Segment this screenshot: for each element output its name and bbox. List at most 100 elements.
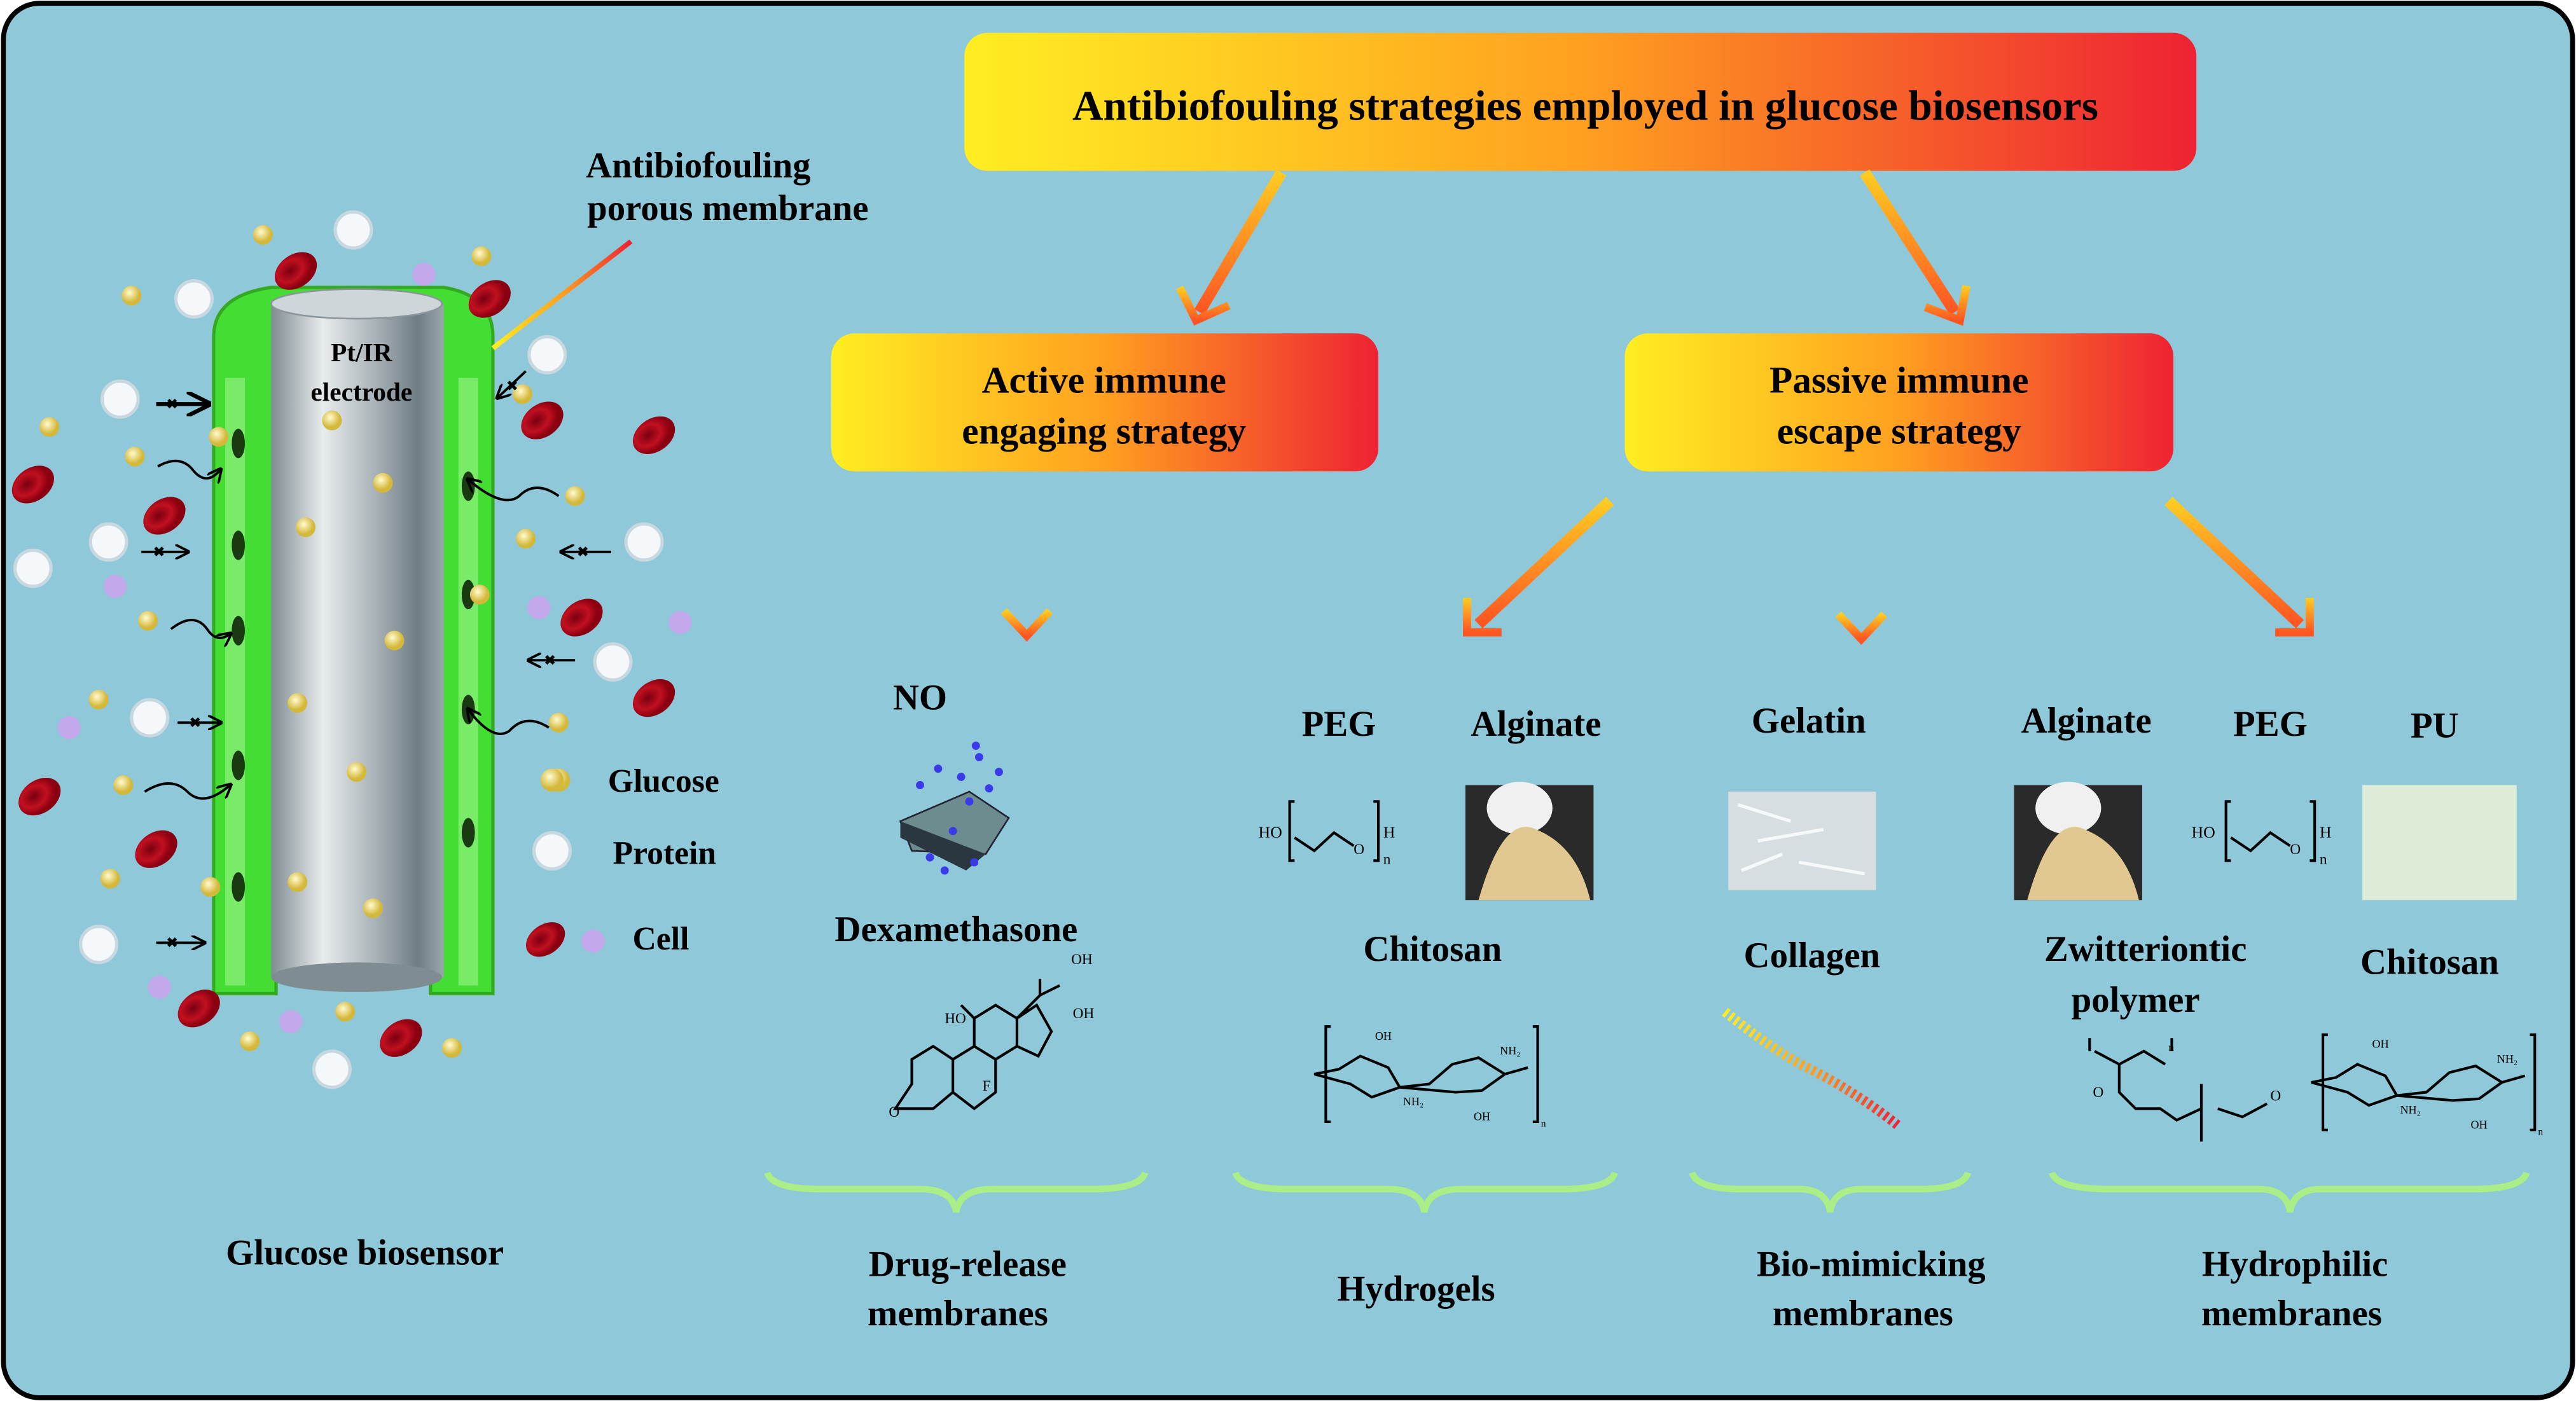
- alginate-powder-image: [1465, 782, 1594, 901]
- svg-text:NH₂: NH₂: [1500, 1044, 1520, 1057]
- zwitterionic-structure: O n O: [2088, 1038, 2281, 1142]
- svg-text:n: n: [2168, 1041, 2174, 1054]
- protein-particles: [13, 210, 664, 1089]
- svg-text:✖: ✖: [544, 652, 556, 669]
- svg-text:✖: ✖: [577, 544, 589, 561]
- label-collagen: Collagen: [1744, 935, 1881, 976]
- label-polymer: polymer: [2072, 980, 2200, 1020]
- arrow-to-bio-mimicking: [1835, 492, 1888, 645]
- legend-glucose: Glucose: [608, 763, 719, 799]
- gelatin-image: [1728, 791, 1876, 890]
- svg-text:NH₂: NH₂: [1403, 1095, 1423, 1108]
- svg-text:F: F: [983, 1078, 991, 1094]
- svg-text:✖: ✖: [153, 544, 165, 561]
- active-strategy-line1: Active immune: [982, 359, 1226, 401]
- chitosan-structure: OH NH₂ NH₂ OH n: [1313, 1025, 1546, 1129]
- label-zwitterionic: Zwitteriontic: [2044, 929, 2247, 969]
- membrane-pointer-line: [491, 239, 633, 350]
- svg-text:n: n: [1383, 851, 1391, 867]
- svg-text:✖: ✖: [166, 935, 178, 951]
- svg-text:n: n: [2320, 851, 2327, 867]
- label-alginate: Alginate: [1471, 704, 1601, 744]
- pt-ir-electrode: [271, 303, 444, 977]
- svg-text:n: n: [2538, 1127, 2543, 1138]
- active-strategy-box: [831, 333, 1379, 472]
- svg-text:HO: HO: [945, 1011, 966, 1027]
- legend-cell: Cell: [633, 921, 689, 957]
- svg-text:H: H: [1383, 823, 1395, 841]
- biosensor-caption: Glucose biosensor: [226, 1233, 504, 1273]
- svg-text:✖: ✖: [506, 378, 518, 395]
- svg-text:OH: OH: [1073, 1005, 1095, 1022]
- gelatin-texture: [1737, 803, 1865, 876]
- category-hydrophilic-line1: Hydrophilic: [2202, 1245, 2388, 1285]
- category-drug-release-line1: Drug-release: [869, 1245, 1067, 1285]
- svg-text:n: n: [1541, 1119, 1546, 1129]
- svg-text:O: O: [2270, 1087, 2281, 1104]
- collagen-structure: [1722, 1007, 1901, 1129]
- legend-protein: Protein: [613, 835, 717, 871]
- pu-image: [2362, 785, 2517, 901]
- flow-arrows: [1001, 169, 2314, 645]
- membrane-label-line2: porous membrane: [587, 188, 868, 228]
- membrane-label-line1: Antibiofouling: [586, 146, 811, 186]
- category-braces: [764, 1171, 2530, 1213]
- brace-drug-release: [764, 1171, 1149, 1213]
- title: Antibiofouling strategies employed in gl…: [1072, 82, 2098, 130]
- glucose-particles: [39, 224, 585, 1058]
- peg-structure-2: HO O H n: [2191, 800, 2332, 867]
- svg-text:NH₂: NH₂: [2400, 1103, 2420, 1116]
- peg-structure: HO O H n: [1259, 800, 1395, 867]
- arrow-to-active: [1175, 169, 1287, 326]
- svg-text:H: H: [2320, 823, 2332, 841]
- label-no: NO: [893, 678, 947, 718]
- svg-text:OH: OH: [1375, 1030, 1392, 1042]
- glucose-icon: [540, 768, 564, 792]
- dexamethasone-structure: O HO F OH OH: [889, 951, 1094, 1121]
- svg-text:✖: ✖: [189, 715, 201, 731]
- svg-text:OH: OH: [1071, 951, 1093, 968]
- label-peg: PEG: [1302, 704, 1376, 744]
- svg-text:O: O: [2093, 1084, 2103, 1101]
- label-peg-2: PEG: [2233, 704, 2308, 744]
- arrow-to-drug-release: [1001, 492, 1053, 642]
- alginate-powder-image-2: [2014, 782, 2142, 901]
- label-pu: PU: [2411, 706, 2459, 746]
- arrow-to-hydrophilic: [2164, 497, 2314, 637]
- active-strategy-line2: engaging strategy: [962, 410, 1246, 452]
- label-chitosan-2: Chitosan: [2360, 942, 2499, 983]
- category-hydrogels: Hydrogels: [1337, 1269, 1495, 1309]
- protein-icon: [532, 831, 572, 871]
- chitosan-structure-2: OH NH₂ NH₂ OH n: [2311, 1033, 2543, 1138]
- passive-strategy-line1: Passive immune: [1769, 359, 2028, 401]
- no-release-illustration: [899, 742, 1010, 875]
- legend: Glucose Protein Cell: [526, 763, 719, 957]
- svg-text:O: O: [889, 1104, 899, 1121]
- svg-text:HO: HO: [2191, 823, 2215, 841]
- svg-text:OH: OH: [2372, 1038, 2389, 1051]
- cell-icon: [526, 922, 605, 957]
- arrow-to-passive: [1859, 169, 1970, 326]
- svg-text:O: O: [1354, 841, 1364, 858]
- passive-strategy-box: [1624, 333, 2174, 472]
- svg-text:OH: OH: [1474, 1110, 1490, 1122]
- brace-hydrogels: [1232, 1171, 1618, 1213]
- category-hydrophilic-line2: membranes: [2201, 1294, 2382, 1334]
- arrow-to-hydrogels: [1463, 497, 1614, 637]
- passive-strategy-line2: escape strategy: [1777, 410, 2022, 452]
- title-box: [964, 32, 2197, 171]
- svg-text:NH₂: NH₂: [2497, 1052, 2517, 1065]
- brace-bio-mimicking: [1689, 1171, 1972, 1213]
- electrode-label-line1: Pt/IR: [331, 338, 393, 367]
- brace-hydrophilic: [2048, 1171, 2530, 1213]
- label-chitosan: Chitosan: [1363, 929, 1502, 969]
- svg-text:OH: OH: [2471, 1118, 2488, 1131]
- diffusion-arrows: [141, 370, 611, 943]
- category-bio-mimicking-line1: Bio-mimicking: [1757, 1245, 1986, 1285]
- label-alginate-2: Alginate: [2021, 701, 2152, 741]
- electrode-label-line2: electrode: [310, 377, 412, 406]
- label-gelatin: Gelatin: [1752, 701, 1866, 741]
- svg-text:HO: HO: [1259, 823, 1282, 841]
- svg-text:O: O: [2290, 841, 2301, 858]
